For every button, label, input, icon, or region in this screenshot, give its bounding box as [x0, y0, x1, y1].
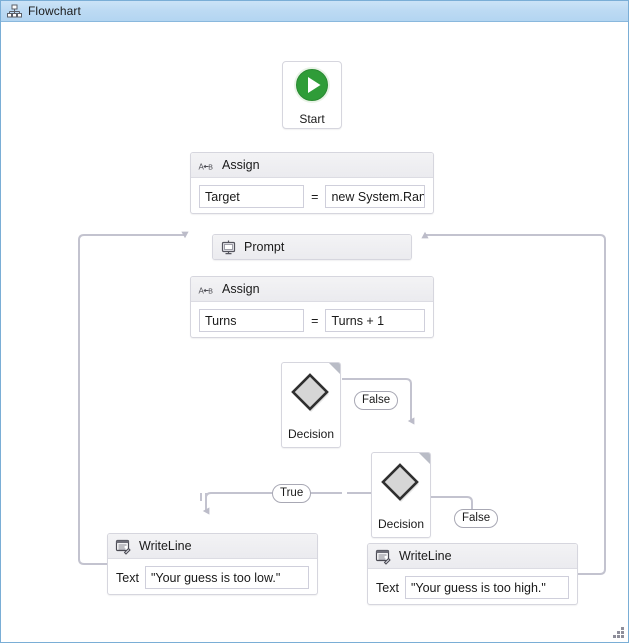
decision-diamond-icon: [287, 370, 335, 423]
node-prompt[interactable]: Prompt: [212, 234, 412, 260]
start-label: Start: [299, 111, 325, 126]
flowchart-canvas[interactable]: Start A B Assign Target = new System.Ran…: [2, 23, 627, 642]
writeline-low-text-label: Text: [116, 570, 139, 585]
wire-true-corner: [205, 492, 217, 503]
prompt-header: Prompt: [213, 235, 411, 259]
writeline-console-icon: [375, 548, 392, 565]
assign-ab-icon: A B: [198, 281, 215, 298]
flowchart-hierarchy-icon: [7, 4, 22, 19]
decision-diamond-icon: [377, 460, 425, 513]
node-writeline-high[interactable]: WriteLine Text "Your guess is too high.": [367, 543, 578, 605]
node-start[interactable]: Start: [282, 61, 342, 129]
wire-writeline-high-loop-to-prompt: [421, 231, 606, 575]
writeline-high-text-label: Text: [376, 580, 399, 595]
assign-turns-to-field[interactable]: Turns: [199, 309, 305, 332]
writeline-high-title: WriteLine: [399, 548, 452, 563]
writeline-low-title: WriteLine: [139, 538, 192, 553]
node-assign-turns[interactable]: A B Assign Turns = Turns + 1: [190, 276, 434, 338]
assign-turns-title: Assign: [222, 281, 260, 296]
writeline-low-header: WriteLine: [108, 534, 317, 559]
wire-writeline-low-loop-to-prompt: [78, 231, 189, 565]
svg-text:B: B: [208, 164, 213, 171]
assign-turns-value-field[interactable]: Turns + 1: [325, 309, 425, 332]
node-decision-1[interactable]: Decision: [281, 362, 341, 448]
assign-target-value-field[interactable]: new System.Randoı: [325, 185, 425, 208]
assign-target-header: A B Assign: [191, 153, 433, 178]
assign-turns-body: Turns = Turns + 1: [191, 302, 433, 339]
svg-text:A: A: [199, 162, 205, 171]
assign-target-to-field[interactable]: Target: [199, 185, 305, 208]
decision-1-label: Decision: [287, 426, 335, 441]
window-titlebar[interactable]: Flowchart: [1, 1, 628, 22]
svg-text:A: A: [199, 286, 205, 295]
window-title: Flowchart: [28, 4, 81, 18]
assign-ab-icon: A B: [198, 157, 215, 174]
writeline-low-body: Text "Your guess is too low.": [108, 559, 317, 596]
resize-grip[interactable]: [612, 626, 625, 639]
svg-text:B: B: [208, 288, 213, 295]
connector-label-false-2[interactable]: False: [454, 509, 499, 528]
writeline-high-text-field[interactable]: "Your guess is too high.": [404, 576, 569, 599]
prompt-title: Prompt: [244, 239, 285, 254]
assign-target-operator: =: [311, 189, 319, 204]
connector-label-true[interactable]: True: [272, 484, 312, 503]
assign-turns-header: A B Assign: [191, 277, 433, 302]
assign-target-body: Target = new System.Randoı: [191, 178, 433, 215]
decision-1-corner-marker: [329, 363, 340, 374]
node-decision-2[interactable]: Decision: [371, 452, 431, 538]
writeline-high-body: Text "Your guess is too high.": [368, 569, 577, 606]
node-writeline-low[interactable]: WriteLine Text "Your guess is too low.": [107, 533, 318, 595]
decision-2-label: Decision: [377, 516, 425, 531]
assign-turns-operator: =: [311, 313, 319, 328]
connector-label-false-1[interactable]: False: [354, 391, 399, 410]
writeline-console-icon: [115, 538, 132, 555]
play-circle-icon: [292, 65, 332, 110]
decision-2-corner-marker: [419, 453, 430, 464]
prompt-monitor-icon: [220, 239, 237, 256]
writeline-high-header: WriteLine: [368, 544, 577, 569]
node-assign-target[interactable]: A B Assign Target = new System.Randoı: [190, 152, 434, 214]
writeline-low-text-field[interactable]: "Your guess is too low.": [144, 566, 309, 589]
assign-target-title: Assign: [222, 157, 260, 172]
